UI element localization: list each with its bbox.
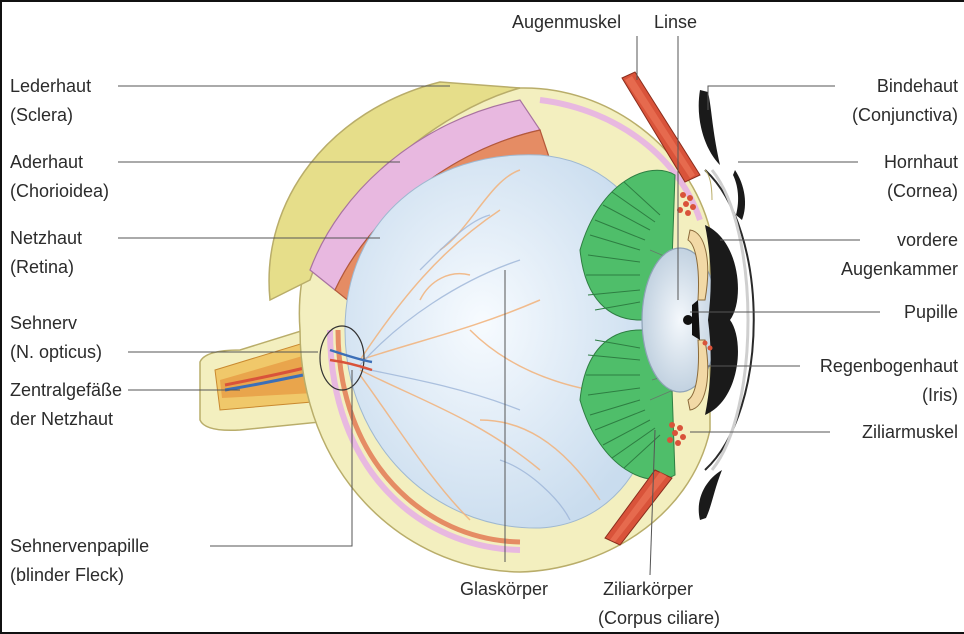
label-lederhaut-latin: (Sclera) <box>10 105 73 125</box>
label-glaskoerper: Glaskörper <box>460 579 548 599</box>
label-ziliarmuskel: Ziliarmuskel <box>862 422 958 442</box>
label-sehnervenpapille-2: (blinder Fleck) <box>10 565 124 585</box>
label-aderhaut-latin: (Chorioidea) <box>10 181 109 201</box>
label-linse: Linse <box>654 12 697 32</box>
conjunctiva <box>699 90 720 165</box>
label-aderhaut: Aderhaut <box>10 152 83 172</box>
label-bindehaut: Bindehaut <box>877 76 958 96</box>
label-augenkammer-2: Augenkammer <box>841 259 958 279</box>
label-hornhaut-latin: (Cornea) <box>887 181 958 201</box>
label-sehnerv-latin: (N. opticus) <box>10 342 102 362</box>
label-lederhaut: Lederhaut <box>10 76 91 96</box>
label-regenbogenhaut-latin: (Iris) <box>922 385 958 405</box>
label-sehnerv: Sehnerv <box>10 313 77 333</box>
label-augenmuskel: Augenmuskel <box>512 12 621 32</box>
label-regenbogenhaut: Regenbogenhaut <box>820 356 958 376</box>
label-pupille: Pupille <box>904 302 958 322</box>
label-ziliarkoerper: Ziliarkörper <box>603 579 693 599</box>
label-netzhaut: Netzhaut <box>10 228 82 248</box>
label-zentralgefaesse-2: der Netzhaut <box>10 409 113 429</box>
label-hornhaut: Hornhaut <box>884 152 958 172</box>
label-ziliarkoerper-latin: (Corpus ciliare) <box>598 608 720 628</box>
label-bindehaut-latin: (Conjunctiva) <box>852 105 958 125</box>
label-zentralgefaesse: Zentralgefäße <box>10 380 122 400</box>
label-sehnervenpapille: Sehnervenpapille <box>10 536 149 556</box>
label-netzhaut-latin: (Retina) <box>10 257 74 277</box>
label-augenkammer: vordere <box>897 230 958 250</box>
